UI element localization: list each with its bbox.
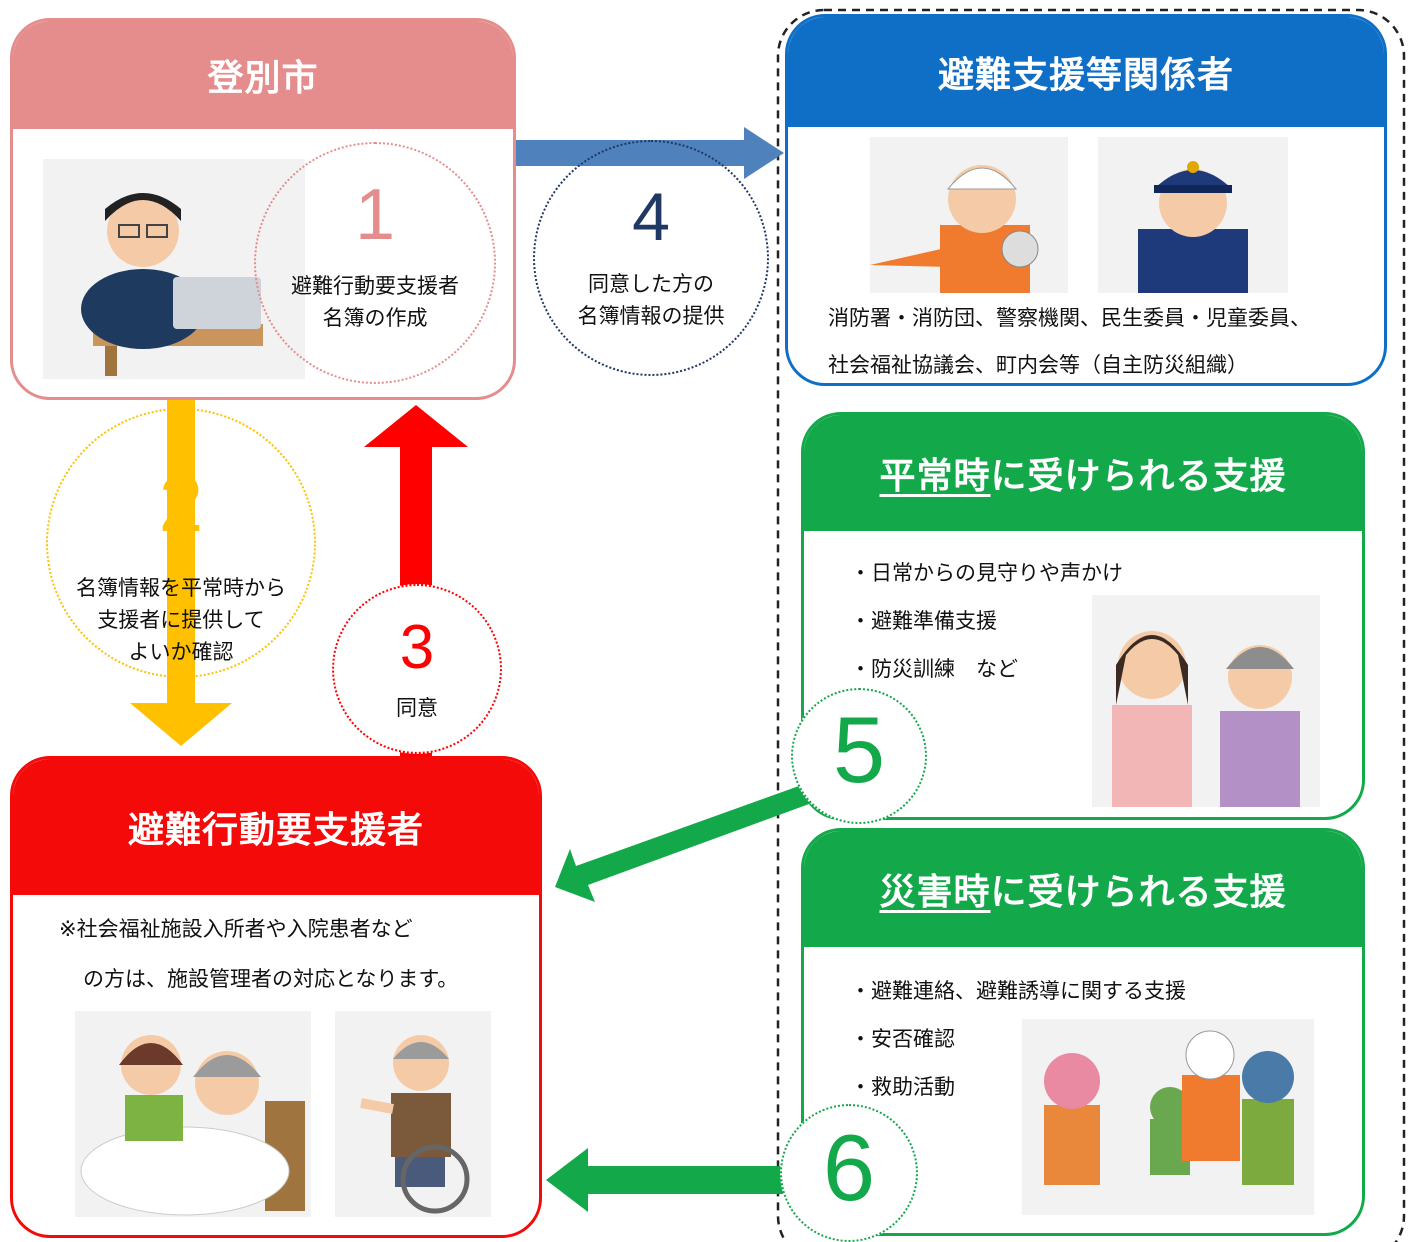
firefighter-illustration — [870, 137, 1068, 293]
disaster-support-item-1: ・避難連絡、避難誘導に関する支援 — [850, 979, 1186, 1003]
disaster-support-title-rest: に受けられる支援 — [990, 872, 1287, 913]
person-note-line1: ※社会福祉施設入所者や入院患者など — [59, 917, 413, 941]
step-2-text-line3: よいか確認 — [128, 640, 234, 664]
step-4-number: 4 — [632, 179, 670, 255]
person-title: 避難行動要支援者 — [127, 810, 424, 851]
step-3-text: 同意 — [396, 696, 438, 720]
stakeholders-desc-line1: 消防署・消防団、警察機関、民生委員・児童委員、 — [828, 306, 1311, 330]
disaster-support-item-3: ・救助活動 — [850, 1075, 955, 1099]
city-title: 登別市 — [207, 58, 319, 99]
normal-support-item-1: ・日常からの見守りや声かけ — [850, 561, 1123, 585]
step-1-text-line1: 避難行動要支援者 — [291, 274, 459, 298]
person-note-line2: の方は、施設管理者の対応となります。 — [83, 967, 459, 991]
step-5-circle: 5 — [791, 688, 927, 824]
police-officer-illustration — [1098, 137, 1288, 293]
person-header: 避難行動要支援者 — [13, 759, 539, 895]
disaster-support-title-underlined: 災害時 — [879, 872, 991, 913]
step-3-circle: 3 同意 — [332, 584, 502, 754]
stakeholders-box: 避難支援等関係者 消防署・消防団、警察機関、民生委員・児童委員、 社会福祉協議会… — [785, 14, 1387, 386]
wheelchair-user-illustration — [335, 1011, 491, 1217]
step-3-number: 3 — [399, 613, 435, 682]
stakeholders-desc-line2: 社会福祉協議会、町内会等（自主防災組織） — [828, 353, 1248, 377]
step-2-text-line1: 名簿情報を平常時から — [76, 576, 286, 600]
disaster-support-item-2: ・安否確認 — [850, 1027, 955, 1051]
disaster-support-header: 災害時に受けられる支援 — [804, 831, 1362, 947]
normal-support-header: 平常時に受けられる支援 — [804, 415, 1362, 531]
arrow-green-5 — [555, 782, 820, 902]
step-2-circle: 2 名簿情報を平常時から 支援者に提供して よいか確認 — [46, 408, 316, 678]
step-4-text-line2: 名簿情報の提供 — [577, 304, 725, 328]
caregiver-elder-illustration — [1092, 595, 1320, 807]
step-2-number: 2 — [158, 459, 204, 548]
normal-support-title-underlined: 平常時 — [879, 456, 991, 497]
step-6-circle: 6 — [780, 1104, 918, 1242]
city-header: 登別市 — [13, 21, 513, 129]
stakeholders-title: 避難支援等関係者 — [937, 55, 1234, 96]
normal-support-title-rest: に受けられる支援 — [990, 456, 1287, 497]
bedside-care-illustration — [75, 1011, 311, 1217]
normal-support-item-3: ・防災訓練 など — [850, 657, 1018, 681]
disaster-support-box: 災害時に受けられる支援 ・避難連絡、避難誘導に関する支援 ・安否確認 ・救助活動 — [801, 828, 1365, 1236]
step-5-number: 5 — [832, 697, 886, 802]
normal-support-item-2: ・避難準備支援 — [850, 609, 997, 633]
step-6-number: 6 — [822, 1115, 876, 1220]
evacuation-illustration — [1022, 1019, 1314, 1215]
step-1-text-line2: 名簿の作成 — [322, 306, 428, 330]
step-1-number: 1 — [354, 175, 396, 255]
person-box: 避難行動要支援者 ※社会福祉施設入所者や入院患者など の方は、施設管理者の対応と… — [10, 756, 542, 1238]
stakeholders-header: 避難支援等関係者 — [788, 17, 1384, 127]
normal-support-box: 平常時に受けられる支援 ・日常からの見守りや声かけ ・避難準備支援 ・防災訓練 … — [801, 412, 1365, 820]
step-1-circle: 1 避難行動要支援者 名簿の作成 — [254, 142, 496, 384]
step-2-text-line2: 支援者に提供して — [97, 608, 265, 632]
step-4-text-line1: 同意した方の — [588, 272, 714, 296]
step-4-circle: 4 同意した方の 名簿情報の提供 — [533, 140, 769, 376]
arrow-green-6 — [546, 1148, 792, 1212]
